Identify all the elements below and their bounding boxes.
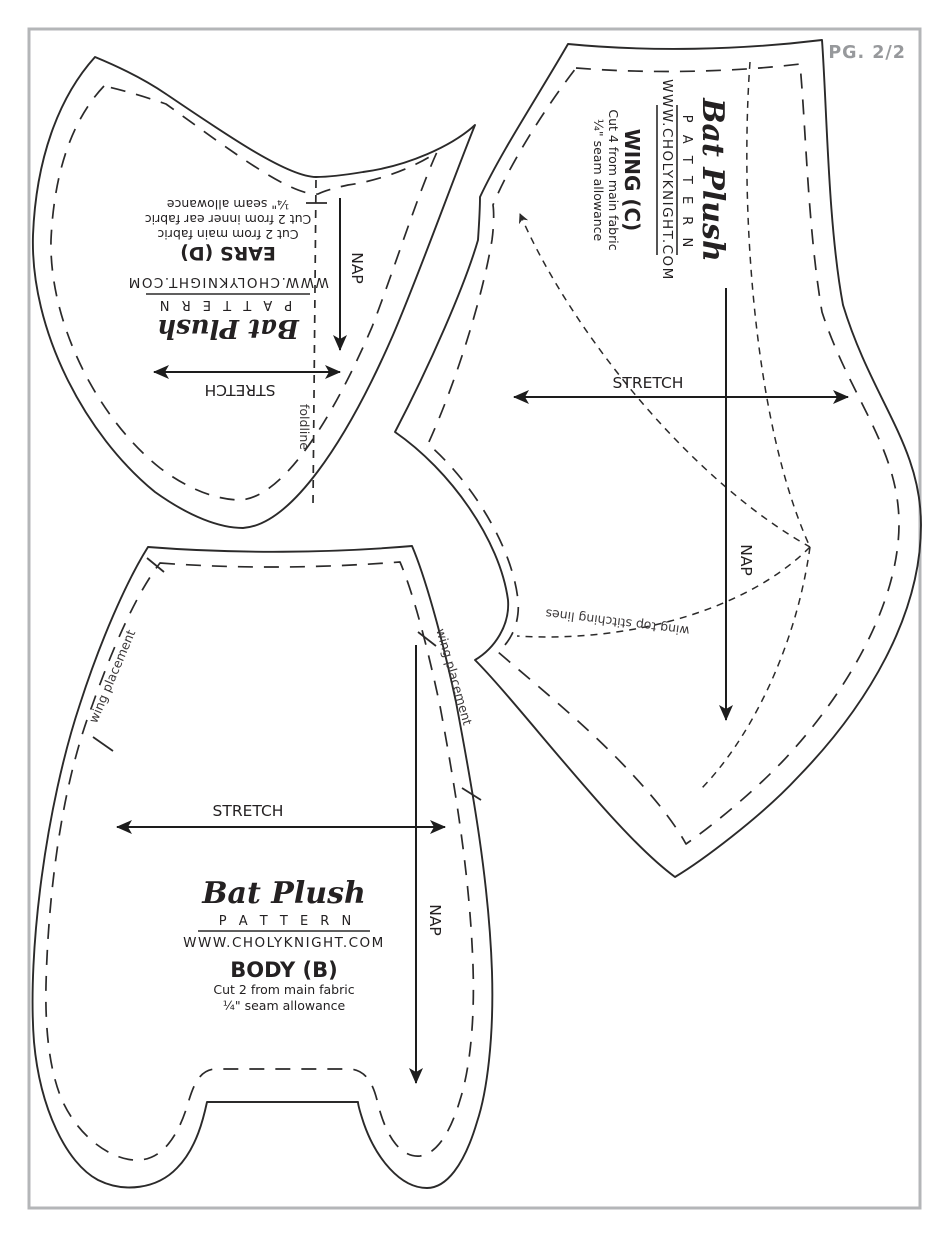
body-label-block: Bat Plush P A T T E R N WWW.CHOLYKNIGHT.… — [183, 876, 385, 1013]
body-cut-instruction-1: Cut 2 from main fabric — [213, 982, 354, 997]
ears-label-block: Bat Plush P A T T E R N WWW.CHOLYKNIGHT.… — [127, 197, 329, 343]
body-wing-placement-label-right: wing placement — [433, 627, 475, 727]
wing-seam-allowance-line — [427, 63, 900, 845]
wing-cut-instruction-1: Cut 4 from main fabric — [606, 109, 621, 250]
wing-stitching-label: wing top stitching lines — [545, 606, 691, 639]
wing-stretch-label: STRETCH — [613, 374, 684, 392]
body-wing-placement-tick-right-bottom — [461, 787, 482, 801]
ears-cut-instruction-1: Cut 2 from main fabric — [157, 227, 298, 242]
wing-outline — [394, 39, 922, 878]
ears-stretch-label: STRETCH — [205, 381, 276, 399]
wing-label-block: Bat Plush P A T T E R N WWW.CHOLYKNIGHT.… — [591, 79, 730, 281]
ears-outline — [32, 56, 476, 529]
body-wing-placement-tick-right-top — [417, 631, 437, 647]
wing-stitching-line-2 — [746, 61, 811, 548]
body-seam-note: ¼" seam allowance — [223, 998, 346, 1013]
body-brand-tagline: P A T T E R N — [219, 914, 355, 929]
ears-nap-label: NAP — [348, 252, 366, 284]
body-seam-allowance-line — [45, 561, 475, 1161]
ears-title: EARS (D) — [180, 242, 276, 264]
body-brand-name: Bat Plush — [201, 876, 366, 911]
wing-title: WING (C) — [620, 129, 644, 232]
body-piece: wing placement wing placement STRETCH NA… — [31, 545, 494, 1189]
page-number: PG. 2/2 — [828, 43, 906, 63]
wing-nap-label: NAP — [737, 544, 755, 576]
body-stretch-label: STRETCH — [213, 802, 284, 820]
body-title: BODY (B) — [230, 958, 337, 982]
wing-brand-name: Bat Plush — [695, 97, 730, 262]
wing-seam-note: ¼" seam allowance — [591, 119, 606, 242]
body-wing-placement-label-left: wing placement — [85, 627, 138, 725]
wing-brand-website: WWW.CHOLYKNIGHT.COM — [659, 79, 675, 281]
wing-piece: wing top stitching lines STRETCH NAP Bat… — [394, 39, 922, 878]
ears-brand-website: WWW.CHOLYKNIGHT.COM — [127, 274, 329, 290]
body-wing-placement-tick-left-top — [146, 557, 165, 573]
ears-brand-tagline: P A T T E R N — [156, 297, 292, 312]
ears-brand-name: Bat Plush — [157, 313, 300, 343]
body-wing-placement-tick-left-bottom — [92, 736, 114, 752]
wing-brand-tagline: P A T T E R N — [679, 115, 694, 251]
body-outline — [31, 545, 494, 1189]
body-nap-label: NAP — [426, 904, 444, 936]
ears-seam-allowance-line — [50, 85, 438, 501]
ears-foldline — [312, 179, 317, 506]
wing-stitching-line-1 — [518, 213, 811, 548]
ears-foldline-label: foldline — [297, 404, 312, 450]
page-border — [27, 27, 922, 1210]
ears-seam-note: ¼" seam allowance — [166, 197, 289, 212]
ears-piece: foldline NAP STRETCH Bat Plush P A T T E… — [32, 56, 476, 529]
ears-cut-instruction-2: Cut 2 from inner ear fabric — [145, 212, 312, 227]
body-brand-website: WWW.CHOLYKNIGHT.COM — [183, 935, 385, 951]
wing-stitching-line-4 — [699, 546, 811, 791]
